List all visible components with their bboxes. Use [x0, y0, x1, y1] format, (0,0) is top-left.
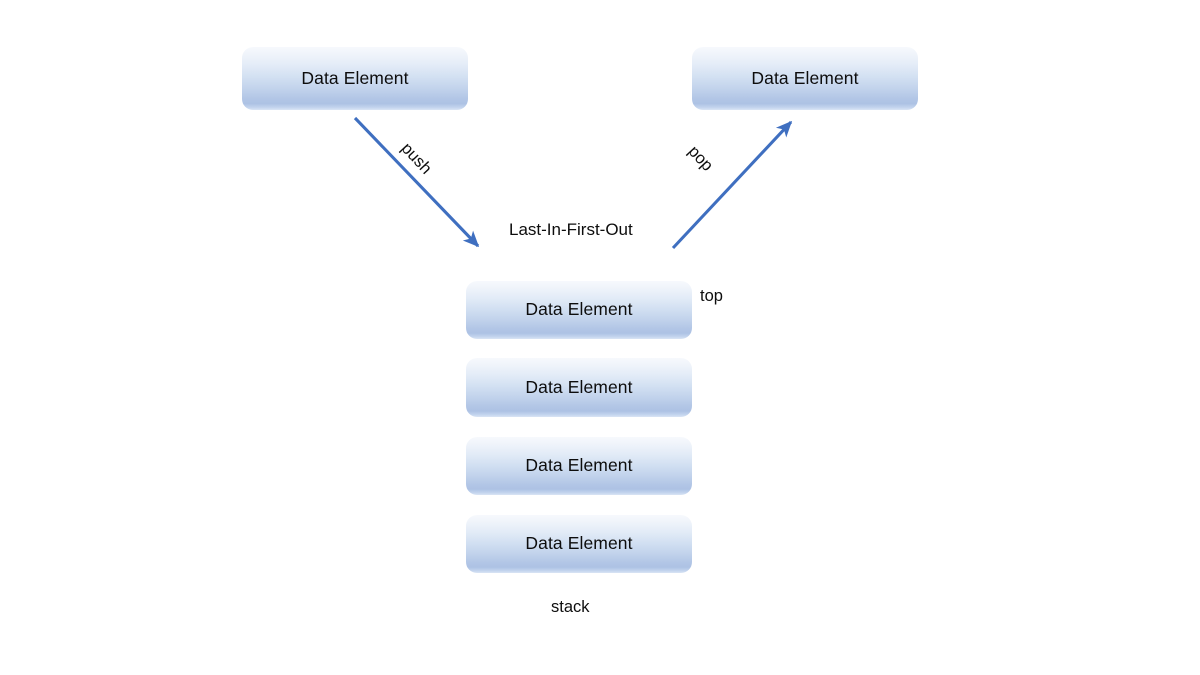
- lifo-caption: Last-In-First-Out: [509, 220, 633, 239]
- stack-item-label: Data Element: [525, 376, 633, 397]
- data-element-label: Data Element: [751, 67, 859, 88]
- stack-item[interactable]: Data Element: [466, 515, 692, 573]
- stack-item-label: Data Element: [525, 455, 633, 476]
- stack-caption: stack: [551, 598, 590, 616]
- data-element-box-destination[interactable]: Data Element: [692, 47, 918, 110]
- stack-item[interactable]: Data Element: [466, 437, 692, 495]
- pop-arrow: [671, 120, 793, 250]
- pop-arrow-label: pop: [684, 142, 717, 175]
- stack-top-pointer-label: top: [700, 287, 723, 305]
- stack-item[interactable]: Data Element: [466, 281, 692, 339]
- stack-item-label: Data Element: [525, 299, 633, 320]
- data-element-box-source[interactable]: Data Element: [242, 47, 468, 110]
- stack-item-label: Data Element: [525, 533, 633, 554]
- data-element-label: Data Element: [301, 67, 409, 88]
- push-arrow-label: push: [397, 139, 436, 178]
- push-arrow: [353, 116, 480, 248]
- stack-item[interactable]: Data Element: [466, 358, 692, 417]
